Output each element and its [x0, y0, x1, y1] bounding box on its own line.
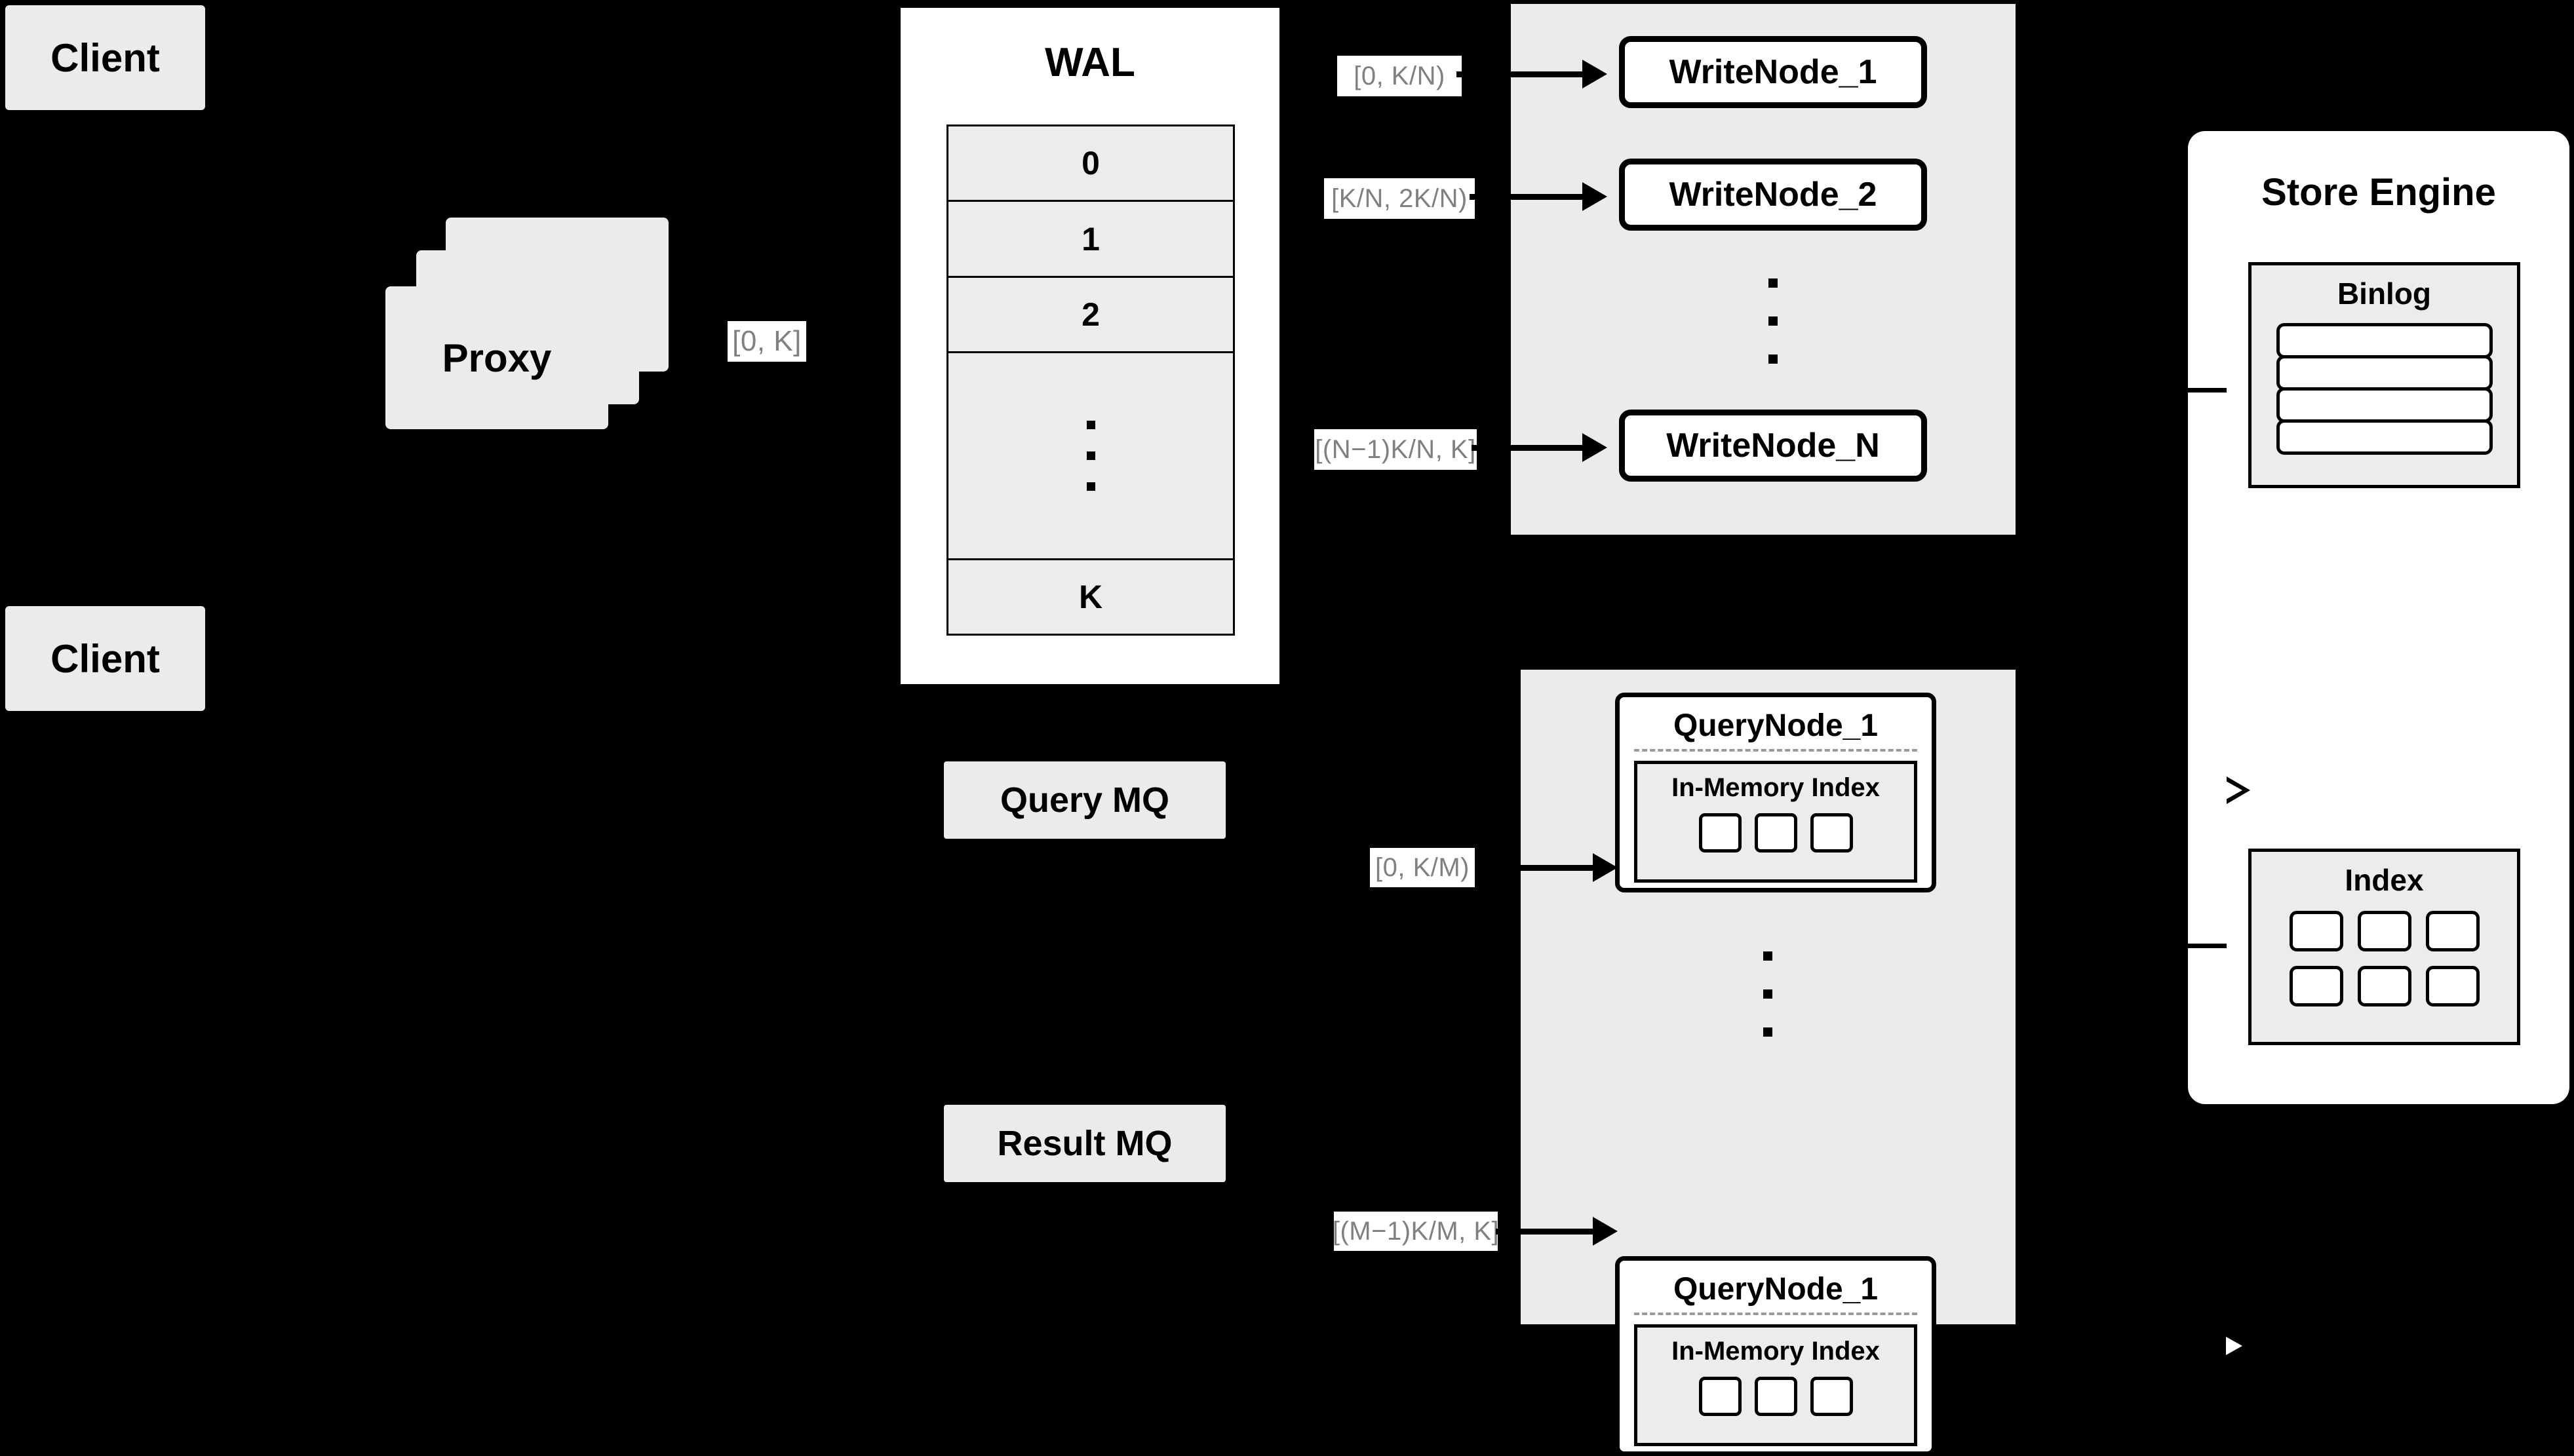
index-cell [2289, 911, 2343, 951]
query-node-separator [1634, 749, 1917, 752]
index-title: Index [2345, 863, 2424, 897]
client-box-top[interactable]: Client [5, 5, 205, 110]
write-node-2-arrow-head [1582, 182, 1607, 211]
index-cell [1754, 1377, 1797, 1416]
index-cell [2357, 911, 2411, 951]
client-label: Client [50, 636, 160, 681]
binlog-bar [2276, 419, 2493, 455]
write-node-1-range-label: [0, K/N) [1337, 56, 1462, 96]
index-cell [1698, 813, 1742, 853]
write-node-n-arrow-line [1472, 445, 1582, 451]
query-node-m[interactable]: QueryNode_1 In-Memory Index [1615, 1256, 1936, 1456]
in-memory-index-box: In-Memory Index [1634, 1324, 1917, 1446]
binlog-title: Binlog [2337, 277, 2432, 311]
wal-table: 0 1 2 K [946, 125, 1235, 636]
write-node-1-arrow-line [1456, 71, 1582, 77]
query-node-1-arrow-line [1475, 865, 1593, 871]
binlog-bar [2276, 387, 2493, 423]
write-node-1[interactable]: WriteNode_1 [1619, 36, 1927, 108]
index-grid-row [2289, 966, 2480, 1006]
query-node-m-arrow-head [1593, 1217, 1618, 1246]
proxy-output-range-label: [0, K] [728, 321, 806, 362]
write-node-n-range-label: [(N−1)K/N, K] [1314, 429, 1477, 470]
store-engine-panel: Store Engine Binlog Index [2188, 131, 2569, 1104]
query-node-title: QueryNode_1 [1673, 708, 1879, 743]
index-grid [2252, 911, 2517, 1006]
wal-row[interactable]: K [948, 560, 1233, 634]
binlog-bar [2276, 323, 2493, 358]
binlog-section: Binlog [2248, 262, 2520, 488]
proxy-label: Proxy [442, 335, 552, 380]
index-cell [1698, 1377, 1742, 1416]
index-cell [1810, 813, 1853, 853]
in-memory-index-cells [1698, 1377, 1853, 1416]
in-memory-index-title: In-Memory Index [1671, 773, 1880, 802]
wal-row[interactable]: 1 [948, 202, 1233, 278]
query-mq-label: Query MQ [1000, 780, 1170, 820]
index-cell [2425, 966, 2480, 1006]
binlog-bar [2276, 355, 2493, 391]
result-mq-label: Result MQ [997, 1124, 1173, 1163]
index-cell [2425, 911, 2480, 951]
proxy-box[interactable]: Proxy [385, 286, 608, 429]
index-cell [1754, 813, 1797, 853]
wal-row[interactable]: 0 [948, 126, 1233, 202]
in-memory-index-title: In-Memory Index [1671, 1337, 1880, 1366]
query-node-separator [1634, 1312, 1917, 1315]
index-cell [2289, 966, 2343, 1006]
index-cell [2357, 966, 2411, 1006]
query-mq-box[interactable]: Query MQ [944, 761, 1226, 839]
query-node-1-arrow-head [1593, 853, 1618, 882]
query-node-m-arrow-line [1496, 1229, 1593, 1235]
wal-row-ellipsis [948, 353, 1233, 560]
wal-title: WAL [1045, 40, 1135, 85]
query-cluster-ellipsis [1763, 951, 1772, 1037]
write-node-1-arrow-head [1582, 60, 1607, 88]
query-node-1[interactable]: QueryNode_1 In-Memory Index [1615, 693, 1936, 892]
index-grid-row [2289, 911, 2480, 951]
wal-row[interactable]: 2 [948, 277, 1233, 354]
write-cluster-ellipsis [1768, 278, 1778, 364]
write-node-2-range-label: [K/N, 2K/N) [1324, 178, 1475, 219]
wal-panel: WAL 0 1 2 K [897, 4, 1283, 688]
in-memory-index-cells [1698, 813, 1853, 853]
index-inbound-arrow-line [2179, 944, 2227, 948]
write-node-n-arrow-head [1582, 433, 1607, 462]
store-engine-title: Store Engine [2261, 171, 2496, 214]
client-box-bottom[interactable]: Client [5, 606, 205, 711]
binlog-inbound-arrow-line [2179, 388, 2227, 393]
result-mq-box[interactable]: Result MQ [944, 1105, 1226, 1182]
index-cell [1810, 1377, 1853, 1416]
query-node-1-range-label: [0, K/M) [1370, 848, 1475, 887]
write-node-2-arrow-line [1470, 194, 1582, 200]
binlog-bars [2252, 323, 2517, 455]
query-node-m-range-label: [(M−1)K/M, K] [1333, 1212, 1499, 1251]
in-memory-index-box: In-Memory Index [1634, 761, 1917, 883]
client-label: Client [50, 35, 160, 80]
write-node-n[interactable]: WriteNode_N [1619, 410, 1927, 482]
query-node-title: QueryNode_1 [1673, 1272, 1879, 1307]
write-node-2[interactable]: WriteNode_2 [1619, 159, 1927, 231]
index-section: Index [2248, 849, 2520, 1045]
